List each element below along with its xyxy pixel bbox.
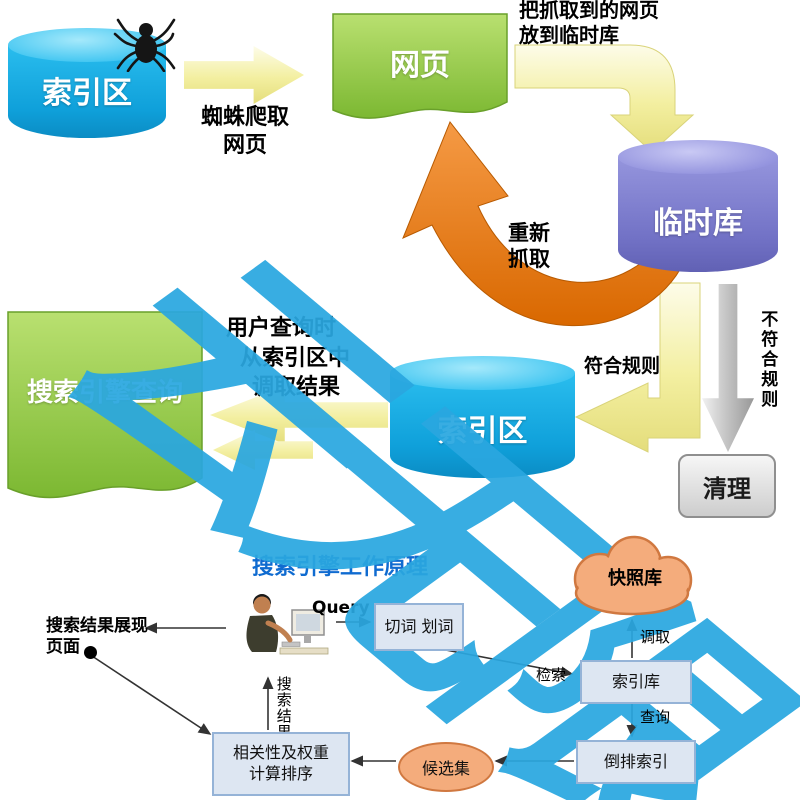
index-box-label: 索引库 — [611, 671, 660, 691]
search-label: 检索 — [536, 666, 567, 684]
ranking-box: 相关性及权重 计算排序 — [212, 732, 350, 796]
templib-to-index-arrow — [574, 282, 701, 453]
clean-box-label: 清理 — [703, 474, 751, 503]
ranking-box-line1: 相关性及权重 — [232, 743, 329, 763]
fetch-caption-line1: 用户查询时 — [226, 316, 337, 341]
serp-caption: 搜索结果展现 页面 — [46, 616, 148, 659]
recrawl-label: 重新 抓取 — [503, 220, 555, 273]
candidate-set-label: 候选集 — [421, 759, 470, 778]
person-computer-icon — [246, 594, 329, 655]
source-db-label: 索引区 — [42, 76, 132, 111]
fetch-caption: 用户查询时 从索引区中 调取结果 — [226, 314, 401, 403]
to-templib-caption-line1: 把抓取到的网页 — [519, 0, 659, 22]
segment-box: 切词 划词 — [374, 603, 464, 651]
result-label: 搜索结果 — [274, 676, 293, 740]
crawl-label-line2: 网页 — [222, 132, 267, 158]
to-templib-caption: 把抓取到的网页 放到临时库 — [519, 0, 719, 48]
recrawl-swoosh-arrow — [402, 121, 685, 327]
cylinder-top — [618, 140, 778, 174]
cylinder-body — [390, 373, 575, 478]
index-database-cylinder: 索引区 — [390, 356, 575, 478]
webpage-label: 网页 — [390, 48, 450, 83]
inverted-index-box: 倒排索引 — [576, 740, 696, 784]
query-text: Query — [312, 598, 370, 618]
fetch-caption-line3: 调取结果 — [252, 375, 341, 401]
bottom-flow-title: 搜索引擎工作原理 — [252, 555, 429, 580]
fetch-caption-line2: 从索引区中 — [240, 345, 351, 371]
ranking-box-line2: 计算排序 — [248, 764, 313, 783]
snapshot-cloud-shape — [573, 535, 693, 616]
query-doc-label: 搜索引擎查询 — [26, 378, 183, 408]
webpage-to-templib-arrow — [514, 44, 695, 153]
crawl-label: 蜘蛛爬取 网页 — [188, 104, 302, 159]
temp-library-label: 临时库 — [653, 206, 743, 241]
to-templib-caption-line2: 放到临时库 — [519, 23, 619, 47]
clean-box: 清理 — [678, 454, 776, 518]
index-query-label: 查询 — [640, 708, 671, 726]
serp-caption-line2: 页面 — [46, 637, 80, 658]
bullet-dot — [84, 646, 97, 659]
inverted-index-box-label: 倒排索引 — [603, 751, 668, 771]
query-doc-shape: 搜索引擎查询 — [5, 310, 205, 508]
webpage-doc-shape: 网页 — [330, 12, 510, 130]
rule-match-label: 符合规则 — [584, 355, 661, 377]
recrawl-label-line1: 重新 — [508, 221, 550, 245]
index-db-label: 索引区 — [437, 414, 528, 449]
crawl-label-line1: 蜘蛛爬取 — [200, 105, 289, 130]
spider-icon — [113, 18, 176, 72]
cylinder-top — [390, 356, 575, 390]
segment-box-label: 切词 划词 — [384, 616, 454, 636]
snapshot-fetch-label: 调取 — [640, 628, 671, 646]
snapshot-cloud-label: 快照库 — [608, 568, 662, 589]
doc-shape-svg — [332, 13, 508, 119]
index-box: 索引库 — [580, 660, 692, 704]
segment-to-index-arrow — [429, 646, 574, 678]
serp-to-ranking-line — [91, 655, 212, 735]
candidate-set-shape: 候选集 — [398, 742, 494, 792]
doc-shape-svg — [7, 311, 203, 499]
temp-library-cylinder: 临时库 — [618, 140, 778, 272]
rule-unmatch-label: 不符合规则 — [757, 310, 778, 410]
serp-caption-line1: 搜索结果展现 — [46, 616, 148, 636]
cylinder-body — [618, 157, 778, 272]
recrawl-label-line2: 抓取 — [508, 247, 550, 272]
